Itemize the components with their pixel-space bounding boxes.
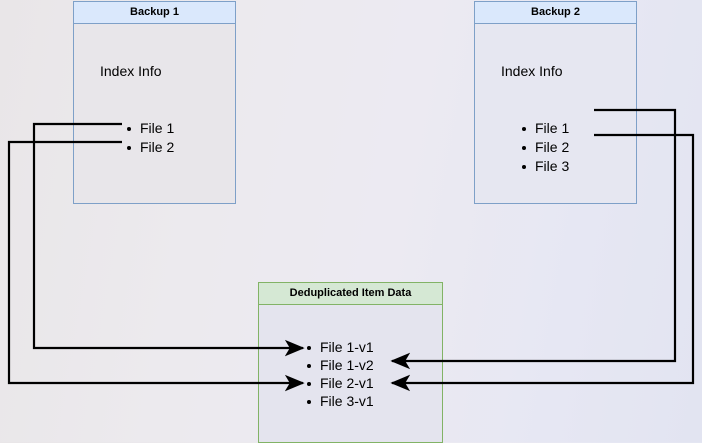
- backup-1-title: Backup 1: [74, 2, 235, 24]
- backup-2-title: Backup 2: [475, 2, 636, 24]
- deduplicated-file-item[interactable]: File 1-v1: [305, 338, 374, 356]
- deduplicated-file-item[interactable]: File 1-v2: [305, 356, 374, 374]
- deduplicated-item-data-box[interactable]: Deduplicated Item Data File 1-v1 File 1-…: [258, 282, 443, 443]
- backup-2-file-item[interactable]: File 2: [520, 138, 569, 157]
- deduplicated-file-item[interactable]: File 2-v1: [305, 374, 374, 392]
- deduplicated-file-item[interactable]: File 3-v1: [305, 392, 374, 410]
- backup-1-file-item[interactable]: File 1: [125, 119, 174, 138]
- deduplicated-file-list: File 1-v1 File 1-v2 File 2-v1 File 3-v1: [305, 338, 374, 410]
- backup-1-file-list: File 1 File 2: [125, 119, 174, 157]
- backup-2-file-item[interactable]: File 1: [520, 119, 569, 138]
- deduplicated-item-data-body: File 1-v1 File 1-v2 File 2-v1 File 3-v1: [259, 305, 442, 442]
- backup-2-box[interactable]: Backup 2 Index Info File 1 File 2 File 3: [474, 1, 637, 204]
- backup-1-file-item[interactable]: File 2: [125, 138, 174, 157]
- deduplicated-item-data-title: Deduplicated Item Data: [259, 283, 442, 305]
- backup-2-index-info-label: Index Info: [501, 63, 563, 79]
- backup-2-file-list: File 1 File 2 File 3: [520, 119, 569, 176]
- backup-2-body: Index Info File 1 File 2 File 3: [475, 24, 636, 203]
- backup-2-file-item[interactable]: File 3: [520, 157, 569, 176]
- backup-1-box[interactable]: Backup 1 Index Info File 1 File 2: [73, 1, 236, 204]
- backup-1-body: Index Info File 1 File 2: [74, 24, 235, 203]
- backup-1-index-info-label: Index Info: [100, 63, 162, 79]
